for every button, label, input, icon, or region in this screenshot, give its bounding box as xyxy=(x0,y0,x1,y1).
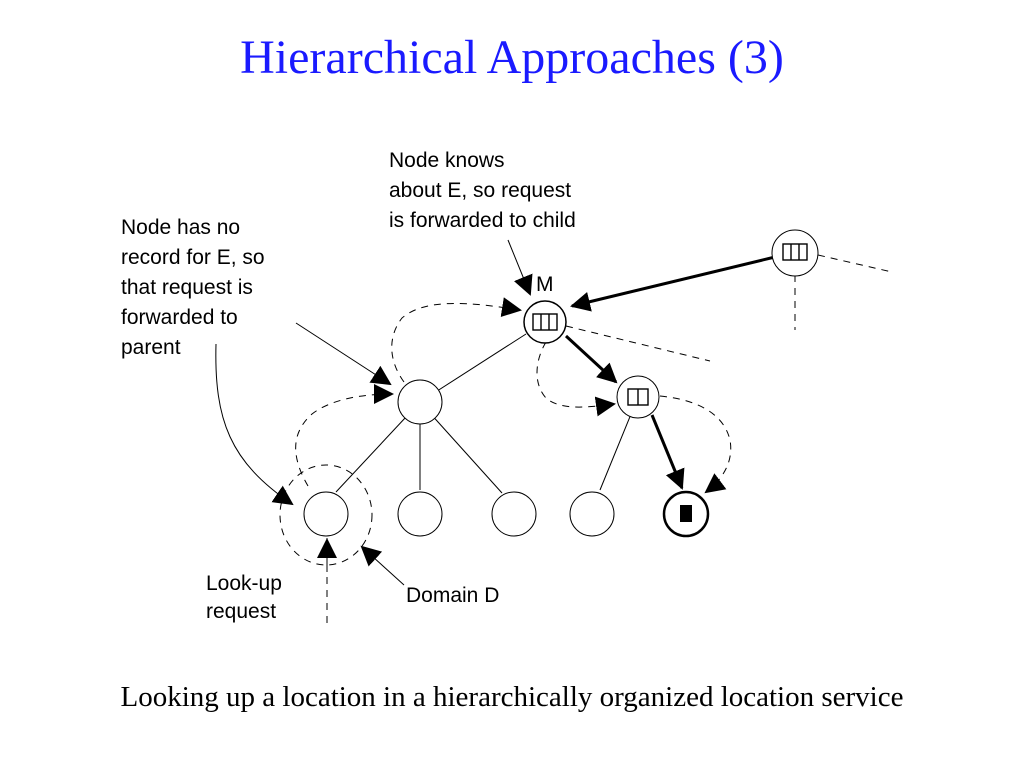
annotation-arrows xyxy=(215,239,533,586)
slide-title: Hierarchical Approaches (3) xyxy=(240,31,784,84)
node-n1 xyxy=(303,491,349,537)
tree-edges xyxy=(335,333,639,494)
path-n1-to-left xyxy=(295,384,394,487)
arrow-m-to-right xyxy=(564,334,618,384)
path-m-to-right xyxy=(536,341,616,417)
label-child-line-3: is forwarded to child xyxy=(389,209,576,232)
node-left xyxy=(397,379,443,425)
arrow-right-to-target xyxy=(650,414,685,490)
label-child-line-2: about E, so request xyxy=(389,179,571,202)
record-table-top xyxy=(782,243,808,261)
dashed-edges xyxy=(326,254,893,628)
domain-d-boundary xyxy=(279,464,373,566)
label-node-m: M xyxy=(536,273,554,296)
label-parent-line-4: forwarded to xyxy=(121,306,238,329)
leader-domain-node xyxy=(215,343,294,506)
node-n3 xyxy=(491,491,537,537)
path-left-to-m xyxy=(391,297,522,383)
label-domain-d: Domain D xyxy=(406,584,499,607)
label-parent-line-2: record for E, so xyxy=(121,246,265,269)
path-right-to-target xyxy=(659,395,732,494)
arrow-top-to-m xyxy=(570,255,776,312)
edge-top-offscreen xyxy=(817,254,893,273)
record-entry-e xyxy=(680,505,692,522)
tree-nodes xyxy=(303,229,819,538)
label-lookup-line-1: Look-up xyxy=(206,572,282,595)
label-parent-line-3: that request is xyxy=(121,276,253,299)
forward-arrows xyxy=(564,255,776,490)
label-parent-line-5: parent xyxy=(121,336,181,359)
request-paths xyxy=(295,297,732,494)
leader-parent xyxy=(295,322,392,386)
record-table-m xyxy=(532,313,558,331)
leader-domain-d xyxy=(360,545,405,586)
label-parent-line-1: Node has no xyxy=(121,216,240,239)
record-tables xyxy=(532,243,808,406)
node-n2 xyxy=(397,491,443,537)
label-lookup-line-2: request xyxy=(206,600,276,623)
node-n4 xyxy=(569,491,615,537)
slide-caption: Looking up a location in a hierarchicall… xyxy=(120,681,904,713)
edge-m-offscreen xyxy=(565,325,711,362)
label-child-line-1: Node knows xyxy=(389,149,505,172)
leader-child xyxy=(507,239,533,296)
